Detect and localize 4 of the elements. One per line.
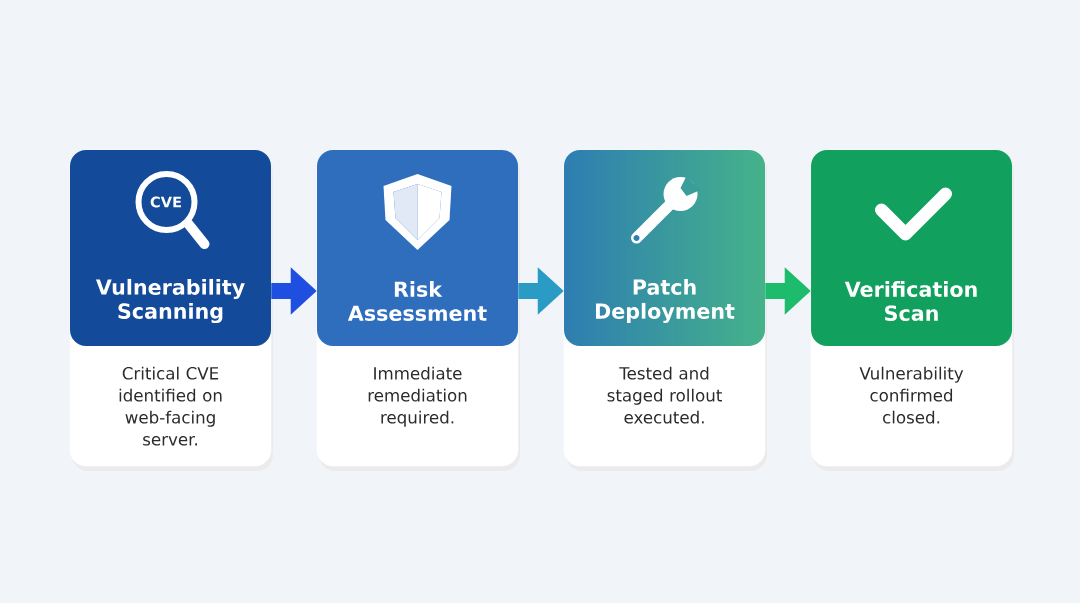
step-card: Risk Assessment Immediate remediation required.: [316, 149, 520, 471]
step-card: Patch Deployment Tested and staged rollout executed.: [563, 149, 767, 471]
icon-label: CVE: [150, 196, 181, 208]
step-card: Verification Scan Vulnerability confirmed closed.: [810, 149, 1014, 471]
